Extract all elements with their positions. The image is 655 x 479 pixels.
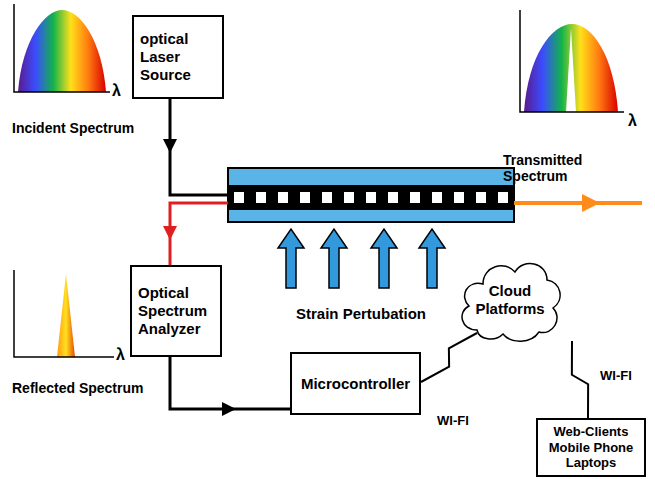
incident-spectrum-plot bbox=[14, 4, 110, 92]
strain-arrows bbox=[278, 229, 445, 288]
node-text: Microcontroller bbox=[298, 375, 413, 393]
node-text: Web-Clients Mobile Phone Laptops bbox=[544, 424, 638, 471]
process-box: Optical Spectrum Analyzer bbox=[130, 265, 222, 357]
connector bbox=[572, 341, 588, 418]
node-text: optical Laser Source bbox=[140, 30, 216, 84]
connector bbox=[170, 357, 290, 416]
connector-label: WI-FI bbox=[435, 413, 471, 428]
axis-label: λ bbox=[112, 82, 121, 100]
cloud-node: Cloud Platforms bbox=[455, 252, 565, 347]
caption-label: Reflected Spectrum bbox=[12, 380, 143, 396]
process-box: optical Laser Source bbox=[132, 15, 224, 99]
reflected-spectrum-plot bbox=[14, 270, 114, 357]
caption-label: Transmitted Spectrum bbox=[503, 152, 598, 184]
connector bbox=[163, 99, 228, 265]
transmitted-spectrum-plot bbox=[520, 10, 624, 112]
node-text: Optical Spectrum Analyzer bbox=[138, 284, 214, 338]
axis-label: λ bbox=[628, 112, 637, 130]
caption-label: Strain Pertubation bbox=[296, 305, 426, 322]
arrow-head bbox=[222, 402, 236, 416]
arrow-head bbox=[163, 226, 177, 240]
connector-label: WI-FI bbox=[598, 368, 634, 383]
process-box: Microcontroller bbox=[290, 352, 421, 415]
output-fiber bbox=[514, 194, 642, 212]
connector bbox=[421, 333, 477, 382]
axis-label: λ bbox=[116, 346, 125, 364]
node-text: Cloud Platforms bbox=[469, 282, 551, 318]
process-box: Web-Clients Mobile Phone Laptops bbox=[536, 418, 646, 477]
arrow-head bbox=[163, 139, 177, 153]
fiber-bragg-grating bbox=[228, 168, 514, 222]
caption-label: Incident Spectrum bbox=[12, 120, 134, 136]
